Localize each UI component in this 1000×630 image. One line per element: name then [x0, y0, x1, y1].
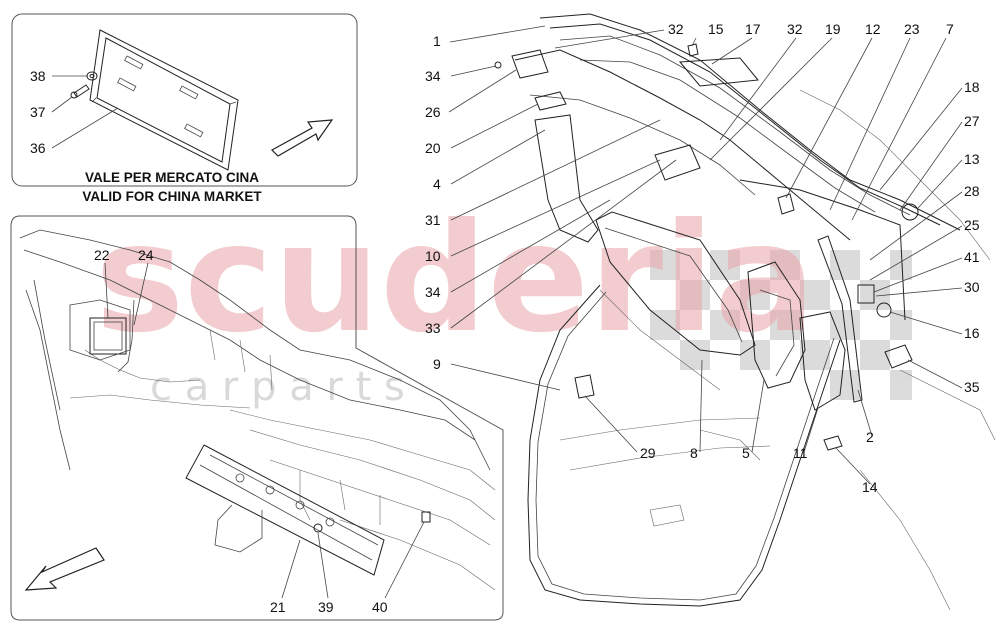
callout-27: 27 — [964, 113, 980, 129]
callout-18: 18 — [964, 79, 980, 95]
callout-22: 22 — [94, 247, 110, 263]
side-trim-part-5 — [747, 261, 806, 389]
pillar-trim-part-4 — [534, 114, 599, 243]
callout-1: 1 — [433, 33, 441, 49]
callout-32-a: 32 — [668, 21, 684, 37]
screw-part-37 — [70, 84, 90, 99]
callout-8: 8 — [690, 445, 698, 461]
harness-part-24 — [117, 299, 135, 373]
callout-11: 11 — [793, 445, 808, 461]
china-inset-frame — [11, 13, 358, 187]
bracket-part-35 — [884, 344, 913, 369]
callout-29: 29 — [640, 445, 656, 461]
license-plate-frame — [89, 29, 239, 171]
callout-2: 2 — [866, 429, 874, 445]
china-inset: 38 37 36 — [11, 13, 358, 187]
trim-part-26 — [511, 49, 549, 79]
trim-part-20 — [534, 91, 567, 111]
callout-33: 33 — [425, 320, 441, 336]
callout-41: 41 — [964, 249, 980, 265]
bumper-inset-frame — [10, 215, 504, 621]
clip-part-40 — [421, 511, 431, 523]
direction-arrow-icon — [24, 547, 105, 591]
watermark: scuderia c a r p a r t s — [95, 192, 912, 410]
clip-part-39 — [313, 523, 323, 533]
callout-31: 31 — [425, 212, 441, 228]
callout-26: 26 — [425, 104, 441, 120]
callout-34-b: 34 — [425, 284, 441, 300]
callout-21: 21 — [270, 599, 286, 615]
callout-4: 4 — [433, 176, 441, 192]
callout-20: 20 — [425, 140, 441, 156]
callout-37: 37 — [30, 104, 46, 120]
callout-23: 23 — [904, 21, 920, 37]
callout-36: 36 — [30, 140, 46, 156]
bumper-stop-part-16 — [876, 302, 892, 318]
callout-24: 24 — [138, 247, 154, 263]
callout-15: 15 — [708, 21, 724, 37]
bracket-part-21 — [185, 444, 385, 576]
watermark-main: scuderia — [95, 192, 816, 366]
callout-38: 38 — [30, 68, 46, 84]
trunk-illustration — [494, 13, 996, 611]
callout-39: 39 — [318, 599, 334, 615]
callout-34-a: 34 — [425, 68, 441, 84]
bolt-part-34a — [494, 61, 502, 69]
bumper-inset: 22 24 21 39 40 — [10, 215, 504, 621]
callout-7: 7 — [946, 21, 954, 37]
clip-part-14 — [823, 435, 843, 451]
callout-28: 28 — [964, 183, 980, 199]
latch-part-30 — [857, 284, 875, 304]
rear-bumper-outline — [19, 229, 496, 591]
clip-part-15 — [687, 43, 699, 57]
callout-9: 9 — [433, 356, 441, 372]
callout-19: 19 — [825, 21, 841, 37]
washer-part-38 — [86, 71, 98, 81]
callout-30: 30 — [964, 279, 980, 295]
callout-16: 16 — [964, 325, 980, 341]
callout-35: 35 — [964, 379, 980, 395]
china-caption-en: VALID FOR CHINA MARKET — [82, 189, 262, 204]
tailgate-lid — [539, 13, 961, 231]
direction-arrow-icon — [271, 119, 334, 157]
callout-40: 40 — [372, 599, 388, 615]
callout-14: 14 — [862, 479, 878, 495]
callout-25: 25 — [964, 217, 980, 233]
callout-10: 10 — [425, 248, 441, 264]
callout-labels: 1 32 15 17 32 19 12 23 7 34 26 20 4 31 1… — [425, 21, 980, 495]
handle-part-10 — [654, 144, 701, 181]
grommet-part-13 — [901, 203, 919, 221]
callout-17: 17 — [745, 21, 761, 37]
callout-leaders — [448, 25, 963, 485]
callout-32-b: 32 — [787, 21, 803, 37]
parcel-shelf-part-8 — [595, 211, 756, 356]
gas-strut-part-2 — [817, 235, 863, 403]
light-part-17 — [678, 57, 759, 87]
pad-part-12 — [777, 193, 795, 215]
side-trim-part-11 — [799, 311, 846, 411]
callout-13: 13 — [964, 151, 980, 167]
callout-5: 5 — [742, 445, 750, 461]
china-caption-it: VALE PER MERCATO CINA — [85, 170, 259, 185]
clip-part-29 — [574, 374, 595, 399]
seal-part-9 — [527, 284, 841, 607]
callout-12: 12 — [865, 21, 881, 37]
